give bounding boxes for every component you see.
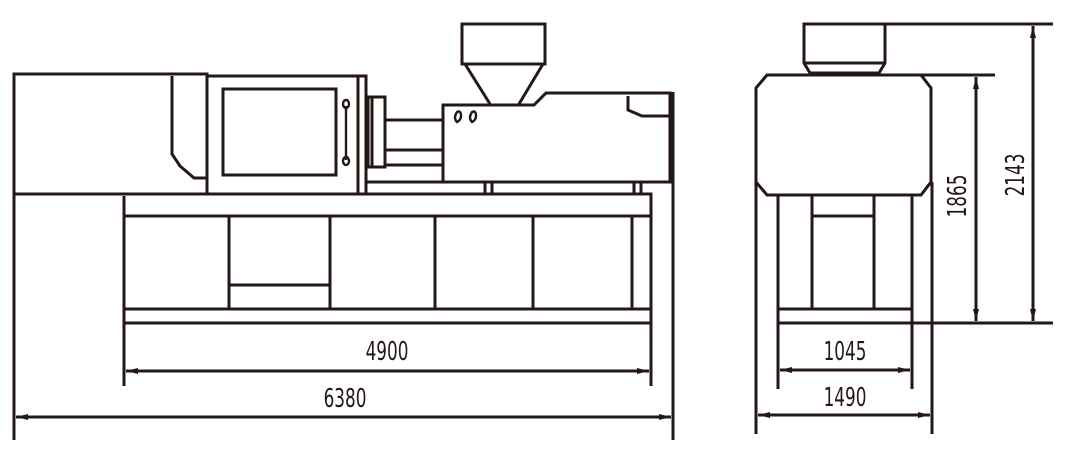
- dimension-label-1045: 1045: [824, 337, 867, 367]
- dimension-frame-length: 4900: [126, 337, 649, 374]
- safety-door-window: [221, 87, 338, 177]
- injection-unit: [441, 22, 672, 194]
- dimension-body-height: 1865: [943, 77, 979, 321]
- moving-platen: [366, 95, 387, 169]
- dimension-label-6380: 6380: [324, 384, 367, 414]
- side-view: 4900 6380: [12, 22, 675, 440]
- dimension-overall-length: 6380: [16, 384, 671, 420]
- hopper-end: [802, 22, 887, 75]
- dimension-label-2143: 2143: [1001, 154, 1031, 197]
- body-end: [754, 73, 933, 197]
- dimension-label-1865: 1865: [943, 175, 973, 218]
- dimension-overall-height: 2143: [1001, 26, 1036, 321]
- indicator-lights: [453, 110, 478, 124]
- door-handle: [341, 98, 351, 167]
- hopper-box: [460, 22, 547, 66]
- dimension-overall-width: 1490: [758, 383, 930, 418]
- dimension-label-4900: 4900: [366, 337, 409, 367]
- dimension-label-1490: 1490: [824, 383, 867, 413]
- machine-base: [14, 92, 675, 440]
- clamp-unit: [12, 72, 672, 440]
- dimension-frame-width: 1045: [780, 337, 910, 373]
- end-view: 1865 2143 1045 1490: [754, 22, 1053, 434]
